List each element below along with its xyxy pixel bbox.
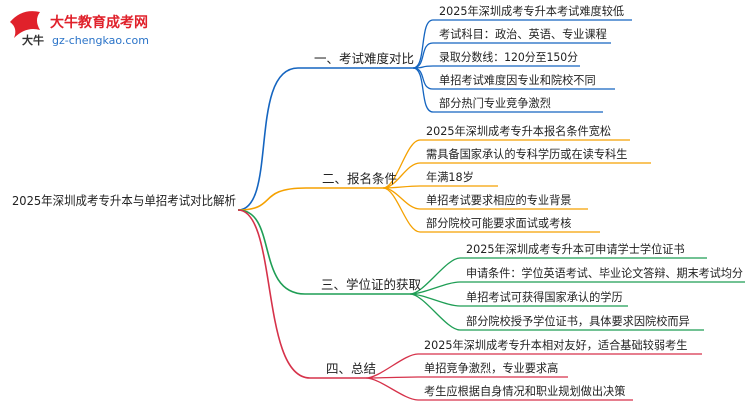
child-connector-4-3 [365,377,419,401]
child-label-4-1: 2025年深圳成考专升本相对友好，适合基础较弱考生 [424,338,687,352]
child-label-3-3: 单招考试可获得国家承认的学历 [466,290,623,304]
branch-connector-4 [237,209,311,379]
child-connector-2-2 [382,162,421,189]
branch-connector-3 [237,209,306,295]
child-label-2-5: 部分院校可能要求面试或考核 [426,216,571,230]
brand-logo: 大牛 大牛教育成考网 gz-chengkao.com [10,11,149,47]
node-labels: 2025年深圳成考专升本与单招考试对比解析 一、考试难度对比 2025年深圳成考专升… [12,4,743,398]
branch-connector-2 [237,187,307,211]
branch-title-3: 三、学位证的获取 [321,277,422,292]
child-label-2-1: 2025年深圳成考专升本报名条件宽松 [426,124,611,138]
child-label-1-5: 部分热门专业竞争激烈 [439,96,551,110]
logo-brand-text: 大牛教育成考网 [50,14,148,31]
child-connector-3-1 [409,257,461,295]
child-label-3-1: 2025年深圳成考专升本可申请学士学位证书 [466,242,685,256]
child-label-2-3: 年满18岁 [426,170,474,184]
root-topic: 2025年深圳成考专升本与单招考试对比解析 [12,193,236,208]
child-label-1-3: 录取分数线：120分至150分 [439,50,578,64]
child-label-2-4: 单招考试要求相应的专业背景 [426,193,571,207]
logo-url-text: gz-chengkao.com [52,34,149,47]
svg-text:大牛: 大牛 [22,33,44,47]
branch-title-1: 一、考试难度对比 [314,51,414,66]
child-connector-3-4 [409,293,461,331]
child-connector-1-5 [412,67,434,113]
child-label-1-2: 考试科目：政治、英语、专业课程 [439,27,607,41]
child-connector-4-2 [365,376,419,379]
connector-lines [237,19,745,401]
child-connector-3-3 [409,293,461,307]
branch-title-2: 二、报名条件 [322,171,397,186]
child-connector-2-1 [382,139,421,189]
child-label-3-2: 申请条件：学位英语考试、毕业论文答辩、期末考试均分 [466,266,743,280]
child-label-4-3: 考生应根据自身情况和职业规划做出决策 [424,384,625,398]
branch-connector-1 [237,67,299,211]
child-connector-4-1 [365,353,419,379]
child-connector-1-2 [412,42,434,69]
child-label-4-2: 单招竞争激烈，专业要求高 [424,361,558,375]
logo-mark-icon: 大牛 [10,11,44,47]
child-label-1-4: 单招考试难度因专业和院校不同 [439,73,596,87]
child-label-3-4: 部分院校授予学位证书，具体要求因院校而异 [466,314,690,328]
branch-title-4: 四、总结 [326,361,376,376]
child-connector-1-1 [412,19,434,69]
child-connector-2-5 [382,187,421,233]
child-label-2-2: 需具备国家承认的专科学历或在读专科生 [426,147,627,161]
child-label-1-1: 2025年深圳成考专升本考试难度较低 [439,4,624,18]
